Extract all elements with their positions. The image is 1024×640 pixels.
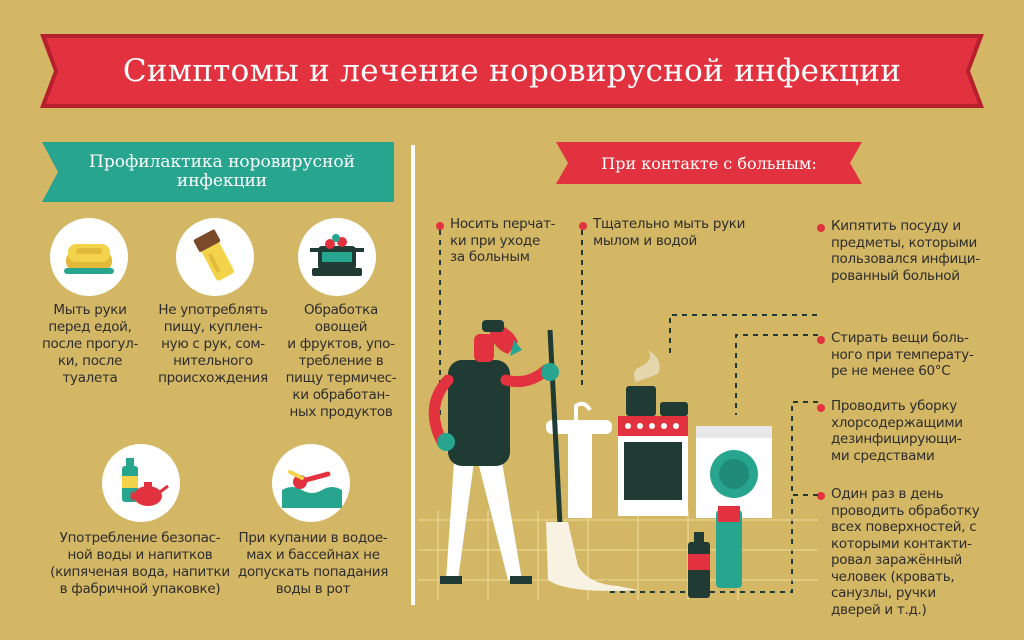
swimmer-icon [272, 444, 350, 522]
bullet-dot [436, 222, 444, 230]
contact-item-gloves: Носить перчат- ки при уходе за больным [450, 216, 556, 265]
title-ribbon-shape [40, 34, 984, 108]
contact-ribbon: При контакте с больным: [556, 142, 862, 184]
prevention-ribbon-shape [42, 142, 394, 202]
mop [546, 329, 638, 591]
bullet-dot [579, 222, 587, 230]
prevention-caption-4: Употребление безопас- ной воды и напитко… [50, 530, 230, 597]
contact-heading: При контакте с больным: [601, 153, 817, 173]
page-title: Симптомы и лечение норовирусной инфекции [122, 53, 902, 89]
contact-item-wash-hands: Тщательно мыть руки мылом и водой [593, 216, 746, 249]
bullet-dot [817, 336, 825, 344]
column-divider [411, 145, 415, 605]
street-food-icon [176, 218, 254, 296]
person [428, 320, 559, 584]
prevention-caption-2: Не употреблять пищу, куплен- ную с рук, … [158, 302, 268, 386]
contact-item-wash-clothes: Стирать вещи боль- ного при температу- р… [831, 330, 974, 379]
prevention-heading: Профилактика норовирусной инфекции [89, 152, 355, 191]
washing-machine [696, 426, 772, 518]
bottle-teapot-icon [102, 444, 180, 522]
prevention-caption-1: Мыть руки перед едой, после прогул- ки, … [41, 302, 139, 386]
prevention-caption-5: При купании в водое- мах и бассейнах не … [237, 530, 389, 597]
cooking-pot-icon [298, 218, 376, 296]
bullet-dot [817, 404, 825, 412]
contact-item-boil-dishes: Кипятить посуду и предметы, которыми пол… [831, 218, 980, 284]
sink [546, 401, 612, 518]
contact-item-chlorine-cleaning: Проводить уборку хлорсодержащими дезинфи… [831, 398, 963, 464]
bullet-dot [817, 492, 825, 500]
cleaning-bottles [688, 506, 742, 598]
title-ribbon: Симптомы и лечение норовирусной инфекции [40, 34, 984, 108]
soap-icon [50, 218, 128, 296]
prevention-caption-3: Обработка овощей и фруктов, упо- треблен… [285, 302, 397, 420]
prevention-ribbon: Профилактика норовирусной инфекции [42, 142, 394, 202]
cleaning-scene-illustration [418, 230, 818, 600]
contact-ribbon-shape [556, 142, 862, 184]
bullet-dot [817, 224, 825, 232]
stove [618, 350, 688, 516]
contact-item-surface-treatment: Один раз в день проводить обработку всех… [831, 486, 980, 618]
